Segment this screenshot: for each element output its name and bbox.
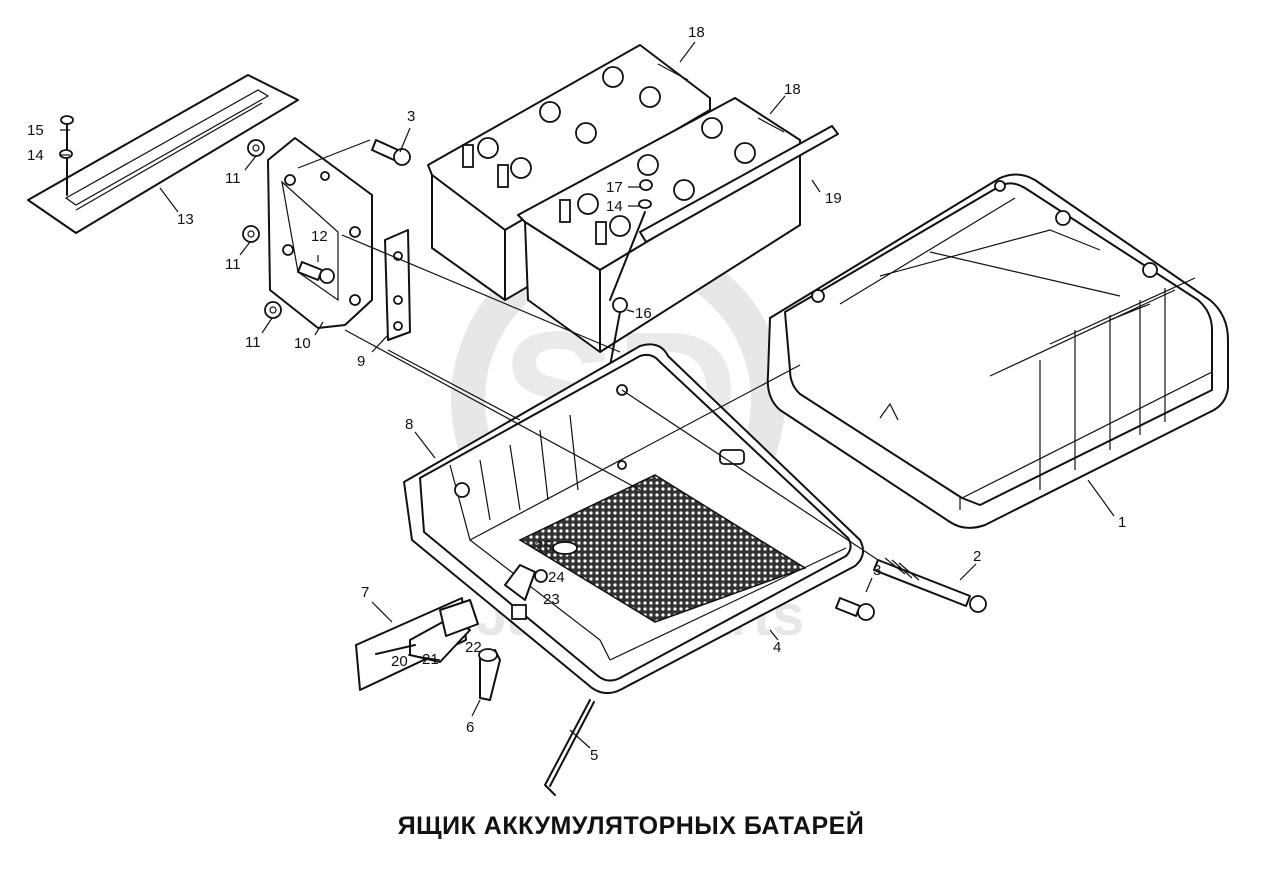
callout-2: 2 — [973, 548, 981, 565]
nut-11-mid — [242, 225, 260, 243]
latch-24 — [534, 569, 548, 583]
long-bolt-2 — [873, 557, 987, 613]
callout-25: 25 — [535, 538, 552, 555]
latch-assembly-20-21 — [375, 599, 479, 663]
callout-12: 12 — [311, 228, 328, 245]
callout-14-right: 14 — [606, 198, 623, 215]
callout-6: 6 — [466, 719, 474, 736]
callout-20: 20 — [391, 653, 408, 670]
hold-down-bar-19 — [639, 125, 839, 243]
hook-rod-5 — [544, 699, 595, 796]
callout-11-top: 11 — [225, 170, 241, 187]
callout-8: 8 — [405, 416, 413, 433]
bolt-3-lower — [835, 597, 875, 621]
callout-18-front: 18 — [784, 81, 801, 98]
callout-14-left: 14 — [27, 147, 44, 164]
callout-1: 1 — [1118, 514, 1126, 531]
callout-22: 22 — [465, 639, 482, 656]
latch-handle-6 — [478, 648, 501, 701]
latch-25 — [552, 541, 578, 555]
callout-9: 9 — [357, 353, 365, 370]
callout-16: 16 — [635, 305, 652, 322]
mounting-strip-13 — [27, 74, 299, 234]
callout-3-upper: 3 — [407, 108, 415, 125]
callout-15: 15 — [27, 122, 44, 139]
cover-1 — [766, 173, 1229, 529]
bracket-10 — [267, 137, 373, 329]
callout-labels: 1 2 3 3 4 5 6 7 8 9 10 11 11 11 12 13 14… — [27, 24, 1126, 764]
bolt-15 — [59, 115, 74, 196]
callout-18-rear: 18 — [688, 24, 705, 41]
callout-24: 24 — [548, 569, 565, 586]
callout-17: 17 — [606, 179, 623, 196]
nut-11-bottom — [264, 301, 282, 319]
callout-4: 4 — [773, 639, 781, 656]
callout-19: 19 — [825, 190, 842, 207]
callout-3-lower: 3 — [873, 562, 881, 579]
battery-front — [517, 97, 801, 353]
callout-10: 10 — [294, 335, 311, 352]
diagram-title: ЯЩИК АККУМУЛЯТОРНЫХ БАТАРЕЙ — [397, 812, 865, 840]
callout-5: 5 — [590, 747, 598, 764]
latch-23 — [504, 564, 536, 620]
callout-21: 21 — [422, 651, 439, 668]
bolt-3-upper — [371, 139, 411, 166]
plate-9 — [384, 229, 411, 341]
nut-11-top — [247, 139, 265, 157]
nut-17 — [639, 179, 653, 191]
callout-13: 13 — [177, 211, 194, 228]
callout-11-mid: 11 — [225, 256, 241, 273]
callout-23: 23 — [543, 591, 560, 608]
bolt-12 — [297, 261, 335, 284]
mesh-mat-4 — [518, 474, 807, 623]
callout-11-bottom: 11 — [245, 334, 261, 351]
washer-14 — [638, 199, 652, 209]
leader-lines — [60, 41, 1115, 749]
callout-7: 7 — [361, 584, 369, 601]
